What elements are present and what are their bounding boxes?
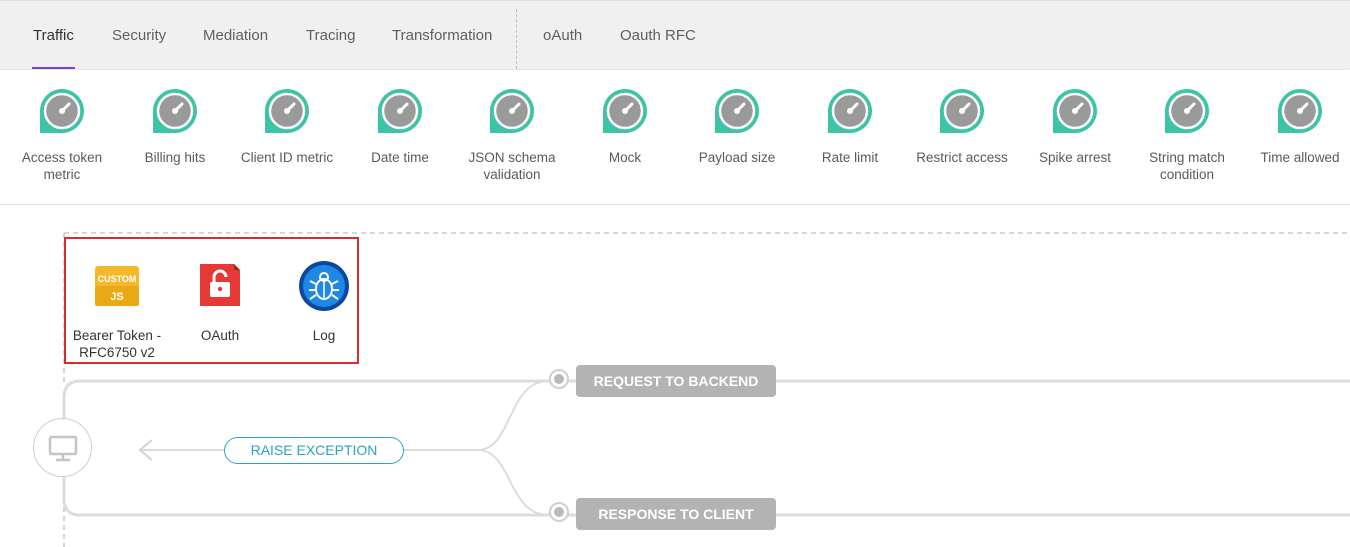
monitor-icon [48, 435, 78, 462]
padlock-icon [200, 264, 240, 306]
tab-tracing[interactable]: Tracing [306, 27, 356, 44]
policy-palette-label: Restrict access [916, 150, 1008, 165]
tab-divider [516, 9, 517, 69]
raise-exception-button[interactable]: RAISE EXCEPTION [224, 437, 404, 464]
policy-label: Log [312, 328, 336, 343]
gauge-icon [715, 89, 759, 133]
gauge-icon [490, 89, 534, 133]
gauge-icon [378, 89, 422, 133]
request-to-backend-label: REQUEST TO BACKEND [576, 365, 776, 397]
response-node[interactable] [549, 502, 569, 522]
tab-oauth-rfc[interactable]: Oauth RFC [620, 27, 696, 44]
gauge-icon [40, 89, 84, 133]
gauge-icon [940, 89, 984, 133]
gauge-icon [153, 89, 197, 133]
policy-palette-label: String match condition [1149, 150, 1225, 182]
selected-policies-box [64, 237, 359, 364]
policy-palette-label: Client ID metric [240, 150, 334, 165]
policy-label: Bearer Token - RFC6750 v2 [72, 328, 162, 360]
svg-text:JS: JS [110, 291, 123, 303]
gauge-icon [265, 89, 309, 133]
policy-palette-label: Time allowed [1260, 150, 1340, 165]
svg-text:CUSTOM: CUSTOM [98, 274, 137, 284]
policy-palette: Access token metric Billing hits Client ID… [0, 70, 1350, 205]
policy-log[interactable]: Log [284, 260, 364, 344]
tab-traffic[interactable]: Traffic [32, 1, 75, 69]
flow-canvas: CUSTOM JS Bearer Token - RFC6750 v2 OAut… [0, 205, 1350, 547]
policy-palette-label: Billing hits [144, 150, 206, 165]
gauge-icon [603, 89, 647, 133]
gauge-icon [828, 89, 872, 133]
tab-bar: Traffic Security Mediation Tracing Trans… [0, 0, 1350, 69]
client-endpoint[interactable] [33, 418, 92, 477]
gauge-icon [1053, 89, 1097, 133]
request-node[interactable] [549, 369, 569, 389]
tab-security[interactable]: Security [112, 27, 167, 44]
tab-mediation[interactable]: Mediation [203, 27, 269, 44]
policy-oauth[interactable]: OAuth [180, 260, 260, 344]
gauge-icon [1165, 89, 1209, 133]
policy-palette-label: Spike arrest [1038, 150, 1112, 165]
policy-bearer-token[interactable]: CUSTOM JS Bearer Token - RFC6750 v2 [70, 260, 164, 361]
tab-transformation[interactable]: Transformation [392, 27, 493, 44]
policy-palette-label: JSON schema validation [468, 150, 556, 182]
flow-lines [62, 232, 1350, 547]
response-to-client-label: RESPONSE TO CLIENT [576, 498, 776, 530]
policy-palette-label: Rate limit [821, 150, 879, 165]
custom-js-icon: CUSTOM JS [95, 266, 139, 306]
policy-palette-label: Payload size [698, 150, 776, 165]
gauge-icon [1278, 89, 1322, 133]
policy-palette-label: Mock [608, 150, 642, 165]
policy-label: OAuth [200, 328, 240, 343]
policy-palette-label: Access token metric [21, 150, 103, 182]
tab-oauth[interactable]: oAuth [543, 27, 583, 44]
bug-icon [299, 261, 349, 311]
policy-palette-label: Date time [371, 150, 429, 165]
